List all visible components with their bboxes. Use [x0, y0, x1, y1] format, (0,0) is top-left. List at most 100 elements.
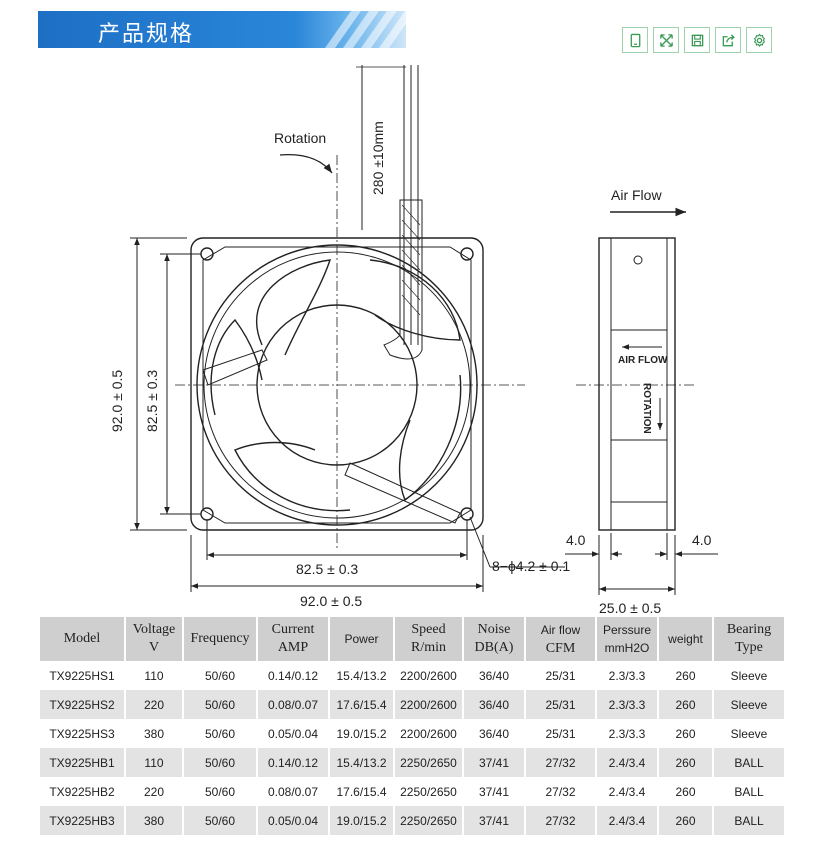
cell-model: TX9225HS1 — [49, 668, 115, 683]
cell-noise: 37/41 — [462, 777, 525, 806]
cell-speed: 2200/2600 — [393, 690, 463, 719]
header-model: Model — [40, 617, 125, 661]
tablet-button[interactable] — [622, 27, 648, 53]
cell-pressure: 2.4/3.4 — [595, 777, 658, 806]
mounting-hole — [460, 247, 474, 261]
fan-blade — [234, 441, 351, 512]
depth-label: 25.0 ± 0.5 — [599, 600, 661, 615]
hole-spacing-v-label: 82.5 ± 0.3 — [144, 370, 160, 432]
holes-label: 8−ϕ4.2 ± 0.1 — [492, 558, 570, 574]
outer-size-h-label: 92.0 ± 0.5 — [300, 593, 362, 609]
frame-strut — [202, 349, 268, 386]
cell-power: 15.4/13.2 — [328, 748, 394, 777]
cable-sleeve — [383, 199, 423, 360]
header-frequency: Frequency — [182, 617, 257, 661]
side-dim-lines — [565, 533, 718, 595]
cell-frequency: 50/60 — [182, 806, 257, 835]
cell-frequency: 50/60 — [182, 661, 257, 690]
cell-frequency: 50/60 — [182, 777, 257, 806]
cell-model: TX9225HS2 — [40, 690, 125, 719]
side-airflow-label: AIR FLOW — [618, 355, 668, 366]
fan-blade — [398, 374, 462, 502]
cell-bearing: BALL — [712, 806, 784, 835]
cell-noise: 36/40 — [462, 690, 525, 719]
fan-blade — [255, 259, 332, 356]
airflow-label: Air Flow — [611, 187, 662, 203]
section-title: 产品规格 — [98, 22, 195, 47]
cell-voltage: 110 — [124, 661, 183, 690]
cell-voltage: 220 — [124, 777, 183, 806]
cell-weight: 260 — [657, 748, 713, 777]
save-button[interactable] — [684, 27, 710, 53]
cell-pressure: 2.4/3.4 — [595, 806, 658, 835]
flange-right-label: 4.0 — [692, 532, 712, 548]
rotation-label: Rotation — [274, 130, 326, 146]
side-rotation-label: ROTATION — [641, 383, 652, 434]
cell-model: TX9225HB2 — [49, 784, 115, 799]
cell-speed: 2250/2650 — [393, 806, 463, 835]
cell-bearing: BALL — [712, 777, 784, 806]
cell-airflow: 25/31 — [524, 719, 596, 748]
expand-button[interactable] — [653, 27, 679, 53]
side-frame — [598, 237, 676, 531]
cell-power: 17.6/15.4 — [328, 777, 394, 806]
cell-model: TX9225HS3 — [49, 726, 115, 741]
cell-voltage: 220 — [124, 690, 183, 719]
share-button[interactable] — [715, 27, 741, 53]
share-icon — [722, 33, 735, 46]
cell-model: TX9225HB1 — [40, 748, 125, 777]
cell-current: 0.08/0.07 — [256, 777, 329, 806]
cell-airflow: 25/31 — [524, 690, 596, 719]
outer-size-v-label: 92.0 ± 0.5 — [109, 370, 125, 432]
section-header: 产品规格 — [38, 11, 406, 48]
cell-weight: 260 — [657, 806, 713, 835]
hole-spacing-h-label: 82.5 ± 0.3 — [296, 561, 358, 577]
cell-weight: 260 — [657, 719, 713, 748]
cell-noise: 36/40 — [462, 719, 525, 748]
cell-speed: 2200/2600 — [393, 661, 463, 690]
rotation-arrow — [279, 154, 333, 174]
cell-pressure: 2.3/3.3 — [595, 719, 658, 748]
flange-left-label: 4.0 — [566, 532, 586, 548]
cell-airflow: 27/32 — [524, 748, 596, 777]
cell-airflow: 25/31 — [524, 661, 596, 690]
lead-wires — [403, 65, 419, 345]
fan-technical-drawing: Rotation 280 ±10mm 82.5 ± 0.3 92.0 ± 0.5… — [109, 65, 718, 615]
toolbar — [622, 27, 772, 55]
cell-frequency: 50/60 — [182, 748, 257, 777]
mounting-hole — [200, 507, 214, 521]
save-icon — [691, 34, 703, 46]
cell-weight: 260 — [657, 661, 713, 690]
centerlines — [175, 155, 696, 550]
cell-power: 19.0/15.2 — [328, 719, 394, 748]
tablet-icon — [630, 33, 640, 47]
dim-lines — [130, 237, 565, 592]
fan-blade — [369, 259, 461, 341]
cell-bearing: BALL — [712, 748, 784, 777]
cell-bearing: Sleeve — [712, 719, 784, 748]
cell-bearing: Sleeve — [712, 661, 784, 690]
cell-power: 17.6/15.4 — [328, 690, 394, 719]
cell-noise: 36/40 — [462, 661, 525, 690]
cell-power: 19.0/15.2 — [328, 806, 394, 835]
cell-current: 0.05/0.04 — [256, 719, 329, 748]
cell-current: 0.14/0.12 — [256, 661, 329, 690]
header-weight: weight — [657, 617, 713, 661]
cell-weight: 260 — [657, 690, 713, 719]
cell-pressure: 2.3/3.3 — [595, 661, 658, 690]
cable-hatch — [401, 204, 421, 316]
settings-button[interactable] — [746, 27, 772, 53]
cell-pressure: 2.3/3.3 — [595, 690, 658, 719]
cell-voltage: 380 — [124, 806, 183, 835]
settings-icon — [753, 32, 765, 47]
cell-frequency: 50/60 — [182, 690, 257, 719]
